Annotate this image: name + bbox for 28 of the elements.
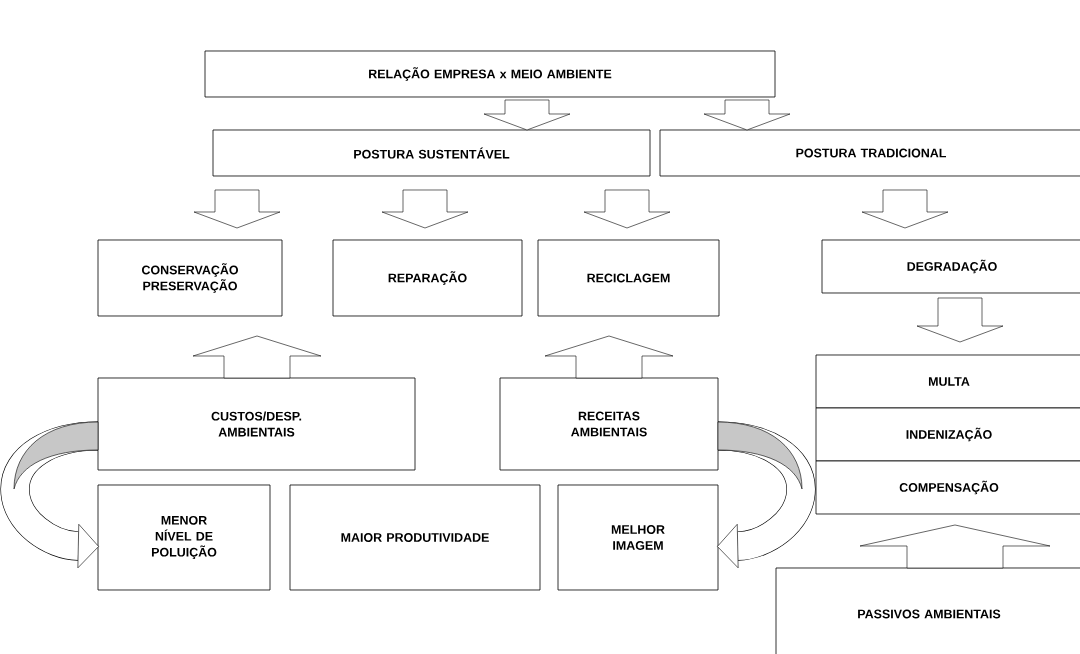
process-box: CONSERVAÇÃO PRESERVAÇÃO (97, 239, 283, 317)
process-box: CUSTOS/DESP. AMBIENTAIS (97, 377, 416, 471)
process-box: MAIOR PRODUTIVIDADE (289, 484, 541, 591)
block-arrow (544, 335, 674, 379)
curved-arrow (717, 421, 816, 569)
process-box: MELHOR IMAGEM (557, 484, 719, 591)
process-box: REPARAÇÃO (332, 239, 523, 317)
block-arrow (916, 297, 1004, 343)
process-box: POSTURA SUSTENTÁVEL (212, 129, 651, 177)
process-box: RELAÇÃO EMPRESA x MEIO AMBIENTE (204, 50, 776, 98)
process-box: INDENIZAÇÃO (815, 407, 1080, 462)
process-box: PASSIVOS AMBIENTAIS (775, 567, 1080, 654)
block-arrow (192, 335, 322, 379)
process-box: COMPENSAÇÃO (815, 460, 1080, 515)
block-arrow (193, 189, 281, 229)
process-box: DEGRADAÇÃO (821, 239, 1080, 294)
block-arrow (483, 99, 571, 131)
block-arrow (861, 189, 949, 229)
curved-arrow (0, 421, 99, 569)
node-label: INDENIZAÇÃO (906, 427, 992, 442)
process-box: POSTURA TRADICIONAL (659, 129, 1080, 177)
process-box: MENOR NÍVEL DE POLUIÇÃO (97, 484, 271, 591)
process-box: RECEITAS AMBIENTAIS (499, 377, 719, 471)
process-box: RECICLAGEM (537, 239, 720, 317)
block-arrow (703, 99, 791, 131)
block-arrow (583, 189, 671, 229)
process-box: MULTA (815, 354, 1080, 409)
block-arrow (381, 189, 469, 229)
